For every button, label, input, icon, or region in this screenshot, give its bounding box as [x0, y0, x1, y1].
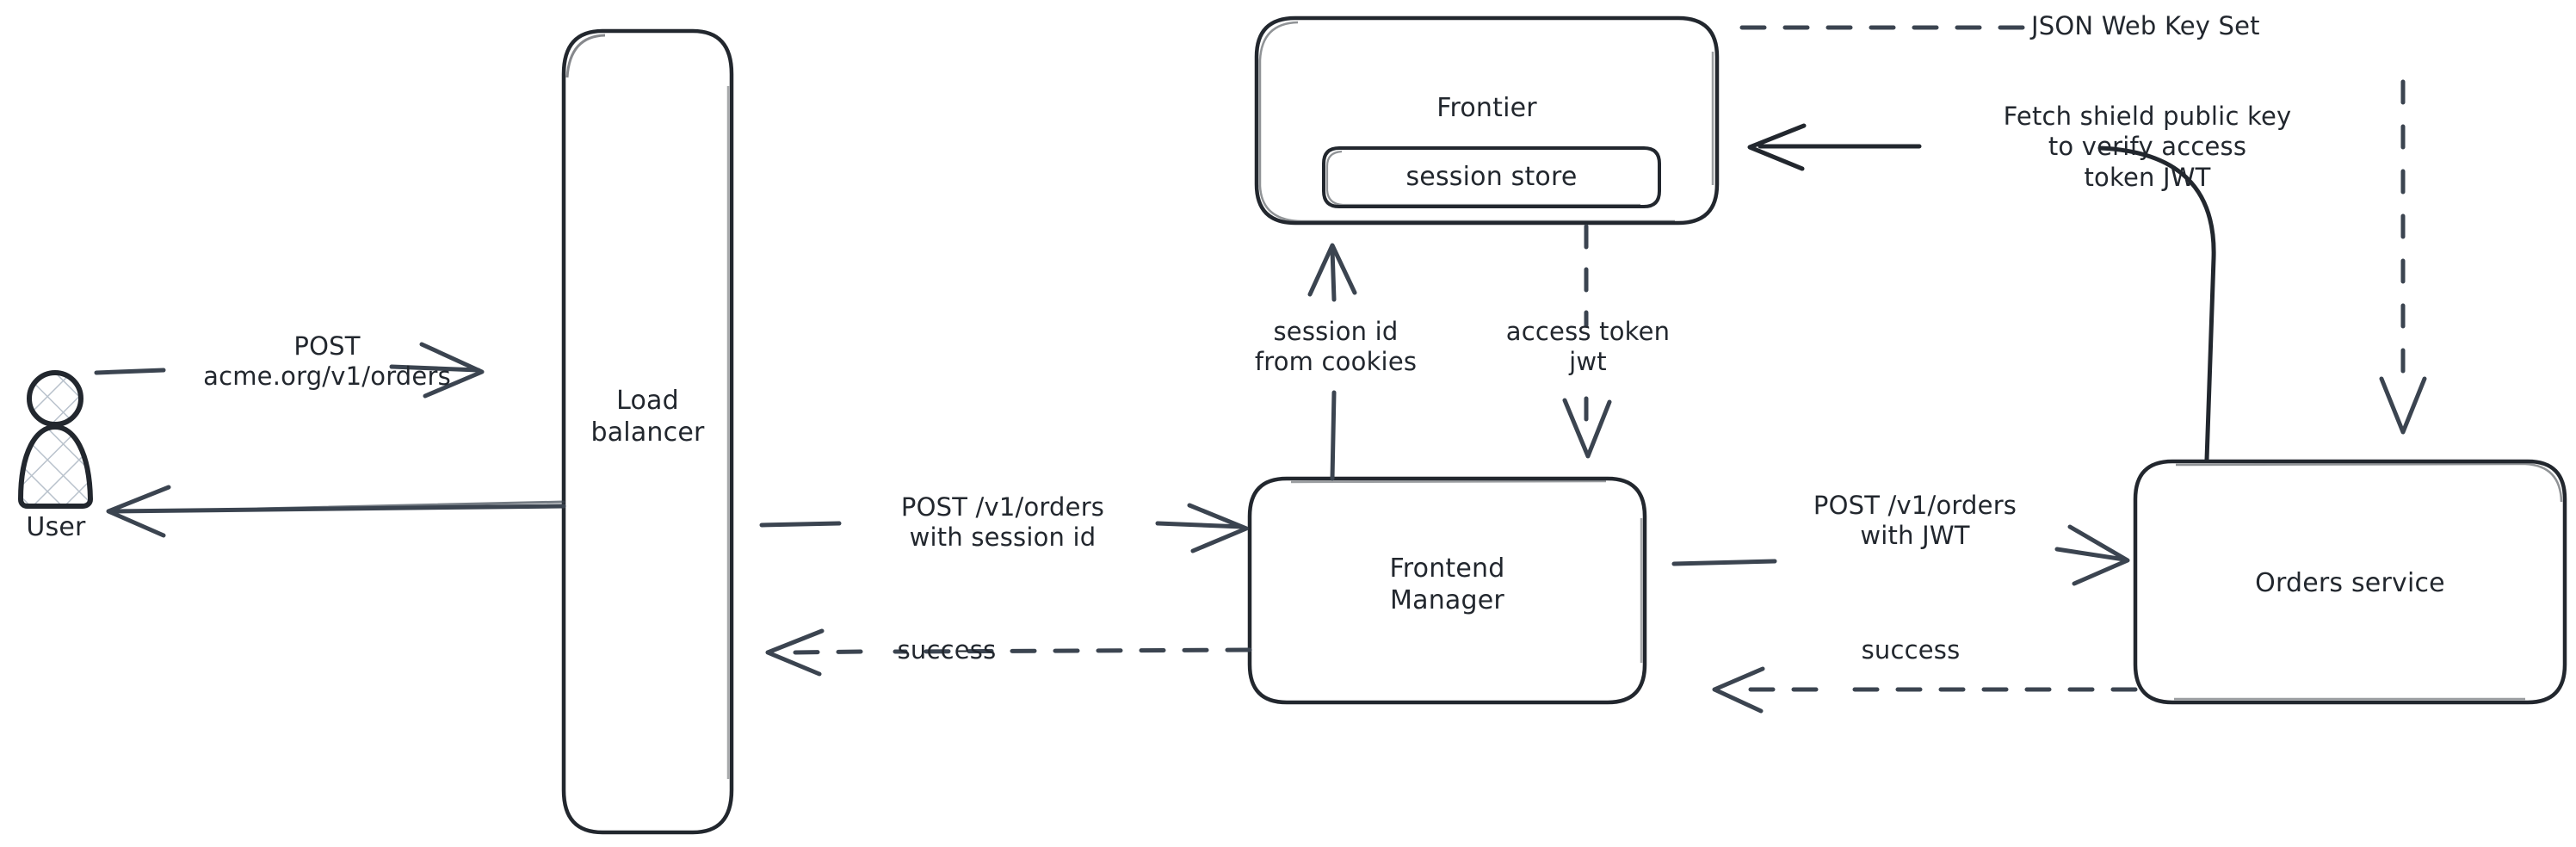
edge-user-to-load-balancer	[94, 342, 485, 399]
node-frontend-manager[interactable]	[1247, 476, 1647, 705]
node-session-store[interactable]	[1322, 146, 1661, 208]
edge-frontier-to-orders-service-jwks	[1739, 25, 2427, 435]
edge-frontend-manager-to-orders-service	[1671, 524, 2130, 586]
edge-load-balancer-to-frontend-manager	[759, 503, 1249, 553]
edge-load-balancer-to-user	[106, 485, 566, 538]
node-orders-service[interactable]	[2133, 459, 2567, 705]
edge-frontier-to-frontend-manager	[1562, 224, 1612, 459]
person-icon	[18, 370, 93, 509]
edge-frontend-manager-to-frontier	[1307, 243, 1357, 481]
edge-orders-service-to-frontend-manager-success	[1712, 666, 2138, 714]
node-load-balancer[interactable]	[561, 28, 734, 835]
edge-frontend-manager-to-load-balancer-success	[765, 628, 1252, 677]
edge-orders-service-to-frontier	[1747, 123, 2216, 462]
